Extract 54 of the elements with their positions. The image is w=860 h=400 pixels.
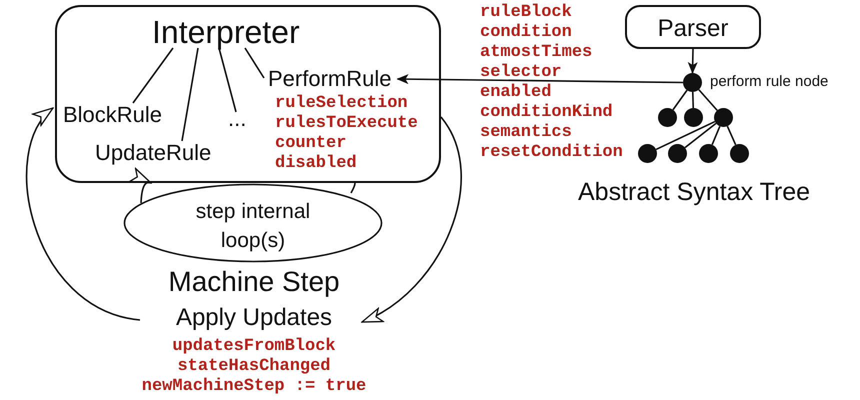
connector-line (132, 48, 174, 104)
arrow (688, 48, 698, 74)
tree-caption: Abstract Syntax Tree (578, 180, 810, 205)
attribute-name: newMachineStep := true (142, 377, 366, 397)
arrow (26, 107, 140, 321)
connector-line (684, 122, 717, 148)
rule-label: PerformRule (268, 68, 392, 90)
connector-line (726, 126, 736, 146)
attribute-name: ruleBlock (480, 3, 572, 23)
heading: Machine Step (168, 268, 340, 296)
rule-label: BlockRule (63, 104, 162, 126)
attribute-name: resetCondition (480, 143, 623, 163)
tree-node-circle (683, 73, 702, 92)
connector-line (244, 48, 265, 78)
attribute-name: enabled (480, 83, 552, 103)
attribute-name: disabled (275, 154, 357, 174)
tree-node-circle (684, 108, 703, 127)
attribute-name: atmostTimes (480, 43, 592, 63)
tree-node-circle (730, 144, 749, 163)
arrow (396, 74, 683, 84)
node-caption: perform rule node (710, 74, 828, 89)
connector-line (672, 90, 688, 110)
attribute-name: updatesFromBlock (172, 337, 336, 357)
attribute-name: ruleSelection (275, 94, 408, 114)
connector-line (350, 182, 356, 194)
loop-label: step internal loop(s) (194, 199, 312, 254)
heading: Parser (658, 17, 728, 41)
arrow (361, 116, 462, 323)
rounded-box (625, 5, 761, 49)
tree-root-label: Interpreter (152, 16, 300, 48)
tree-node-circle (638, 144, 657, 163)
rule-label: UpdateRule (95, 142, 212, 164)
tree-node-circle (668, 144, 687, 163)
attribute-name: condition (480, 23, 572, 43)
tree-node-circle (714, 108, 733, 127)
tree-node-circle (658, 108, 677, 127)
attribute-name: counter (275, 134, 346, 154)
connector-line (692, 92, 694, 108)
tree-node-circle (699, 144, 718, 163)
subheading: Apply Updates (176, 306, 332, 330)
connector-line (656, 120, 716, 150)
attribute-name: rulesToExecute (275, 114, 418, 134)
connector-line (181, 48, 199, 142)
rounded-box (55, 5, 441, 183)
attribute-name: stateHasChanged (177, 357, 331, 377)
arrow (129, 169, 152, 204)
rule-label: ... (228, 108, 246, 130)
connector-line (711, 126, 721, 146)
connector-line (218, 48, 237, 112)
loop-ellipse (123, 183, 383, 263)
connector-line (698, 89, 718, 111)
attribute-name: conditionKind (480, 103, 613, 123)
attribute-name: selector (480, 63, 562, 83)
attribute-name: semantics (480, 123, 572, 143)
